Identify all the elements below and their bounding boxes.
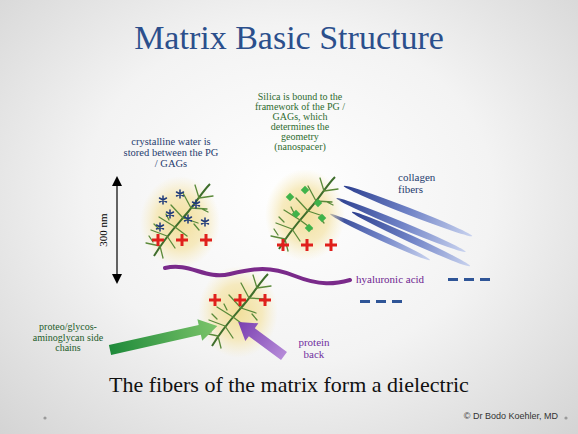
water-note: crystalline water is stored between the …	[123, 136, 219, 169]
hyaluronic-label: hyaluronic acid	[356, 273, 424, 285]
positive-charge	[152, 234, 337, 306]
silica-note: Silica is bound to the framework of the …	[255, 92, 345, 152]
collagen-fibers	[329, 183, 474, 270]
slide-title: Matrix Basic Structure	[0, 18, 578, 59]
dimension-arrow	[112, 176, 122, 284]
slide-dot	[564, 416, 567, 419]
collagen-label: collagen fibers	[398, 172, 458, 195]
protein-back-arrow	[232, 313, 291, 365]
slide-caption: The fibers of the matrix form a dielectr…	[0, 372, 578, 398]
silica-symbol	[286, 186, 326, 232]
side-chain-arrow	[108, 315, 220, 360]
slide-dot	[43, 416, 46, 419]
protein-back-label: protein back	[293, 336, 335, 360]
water-symbol	[157, 190, 209, 231]
copyright-note: © Dr Bodo Koehler, MD	[464, 412, 558, 422]
side-chain-label: proteo/glycos- aminoglycan side chains	[30, 322, 106, 354]
dimension-label: 300 nm	[97, 213, 109, 246]
hyaluronic-acid-strand	[165, 267, 350, 284]
